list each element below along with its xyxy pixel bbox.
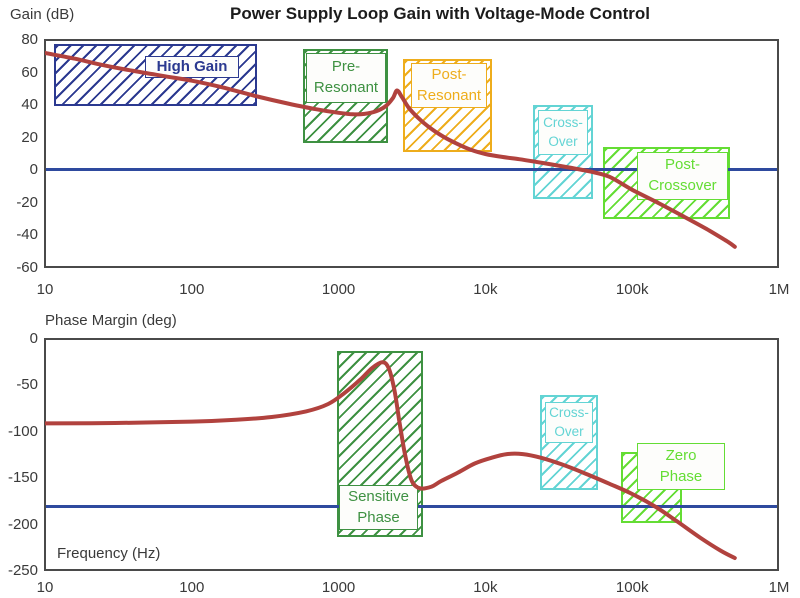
x-tick-label: 10 [36, 579, 54, 596]
y-tick-label: 20 [21, 128, 38, 146]
annotation-label-crossover-phase: Cross- Over [545, 402, 593, 443]
y-tick-label: -20 [16, 193, 38, 211]
annotation-text: High Gain [156, 57, 228, 75]
y-tick-label: -250 [7, 562, 38, 579]
phase-axis-label: Phase Margin (deg) [45, 312, 177, 329]
x-tick-label: 1000 [321, 579, 356, 596]
y-tick-label: -100 [7, 422, 38, 440]
y-tick-label: -200 [7, 515, 38, 533]
page-title: Power Supply Loop Gain with Voltage-Mode… [230, 4, 650, 23]
y-tick-label: 80 [21, 31, 38, 48]
x-tick-label: 10 [36, 281, 54, 298]
annotation-text: Crossover [648, 177, 717, 194]
x-tick-label: 100k [615, 281, 649, 298]
annotation-label-zero-phase: Zero Phase [637, 443, 725, 490]
annotation-text: Zero [665, 446, 697, 464]
x-tick-label: 100k [615, 579, 649, 596]
annotation-text: Phase [357, 508, 400, 526]
annotation-label-pre-resonant: Pre- Resonant [306, 53, 386, 103]
annotation-text: Post- [431, 65, 467, 83]
annotation-text: Over [548, 133, 578, 149]
x-tick-label: 1000 [321, 281, 356, 298]
annotation-label-post-resonant: Post- Resonant [411, 63, 487, 108]
annotation-label-post-crossover: Post- Crossover [637, 152, 728, 200]
annotation-label-sensitive-phase: Sensitive Phase [339, 485, 418, 530]
frequency-axis-label: Frequency (Hz) [57, 545, 161, 562]
y-tick-label: 40 [21, 96, 38, 114]
annotation-text: Post- [664, 156, 700, 174]
x-tick-label: 10k [473, 281, 498, 298]
annotation-text: Resonant [416, 86, 482, 104]
x-tick-label: 100 [179, 281, 205, 298]
x-tick-label: 10k [473, 579, 498, 596]
y-tick-label: -40 [16, 226, 38, 244]
x-tick-label: 100 [179, 579, 205, 596]
x-tick-label: 1M [768, 281, 790, 298]
y-tick-label: -50 [16, 376, 38, 394]
annotation-label-crossover-gain: Cross- Over [538, 110, 588, 155]
annotation-text: Resonant [313, 79, 379, 96]
y-tick-label: 0 [29, 330, 38, 347]
annotation-text: Over [554, 423, 584, 439]
y-tick-label: 0 [29, 161, 38, 179]
gain-axis-label: Gain (dB) [10, 6, 75, 23]
y-tick-label: 60 [21, 63, 38, 81]
y-tick-label: -60 [16, 259, 38, 276]
x-tick-label: 1M [768, 579, 790, 596]
annotation-label-high-gain: High Gain [145, 56, 239, 78]
annotation-text: Cross- [543, 114, 583, 130]
annotation-text: Pre- [331, 58, 361, 76]
annotation-text: Phase [659, 467, 703, 485]
y-tick-label: -150 [7, 469, 38, 487]
annotation-text: Cross- [549, 404, 589, 420]
annotation-text: Sensitive [348, 487, 409, 505]
